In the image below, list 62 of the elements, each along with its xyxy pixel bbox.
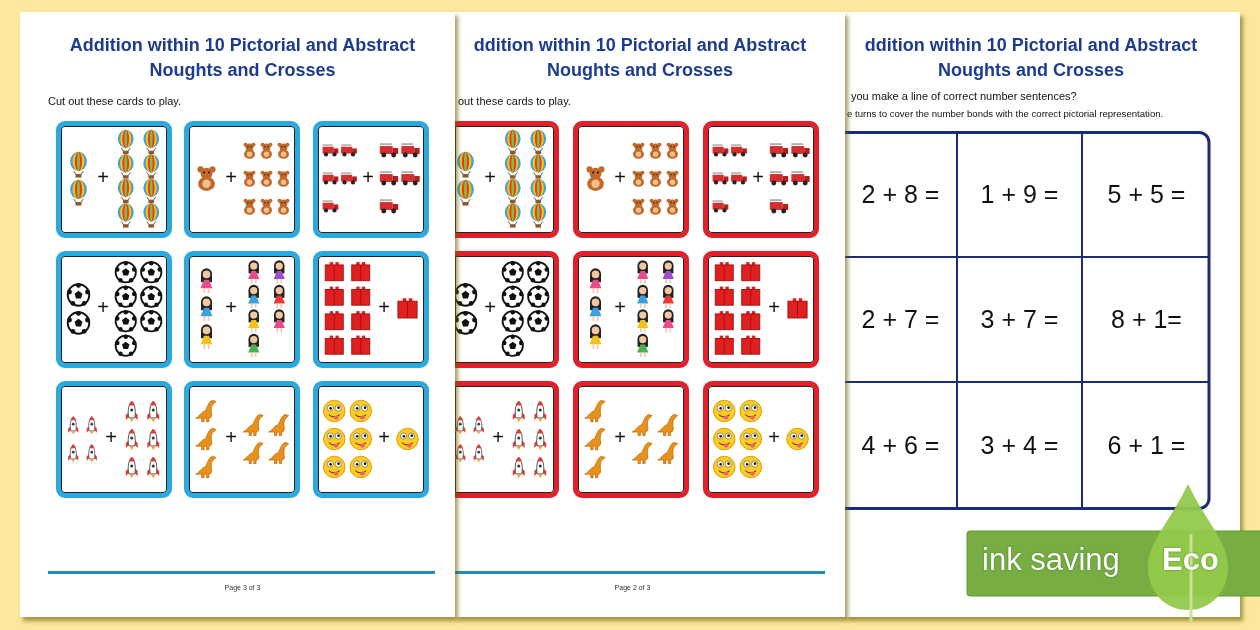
plus-sign: + [613, 167, 627, 187]
picture-card [455, 381, 559, 498]
plus-sign: + [483, 297, 497, 317]
plus-sign: + [224, 297, 238, 317]
picture-card [184, 381, 300, 498]
number-sentence: 6 + 1 = [1107, 431, 1186, 460]
picture-card [573, 381, 689, 498]
picture-card [184, 121, 300, 238]
worksheet-page [455, 12, 845, 617]
worksheet-title: ddition within 10 Pictorial and Abstract Noughts and Crosses [863, 34, 1199, 82]
picture-card [703, 121, 819, 238]
picture-card [313, 121, 429, 238]
plus-sign: + [613, 297, 627, 317]
number-sentence: 5 + 5 = [1107, 180, 1186, 209]
picture-card [573, 251, 689, 368]
number-sentence: 8 + 1= [1111, 305, 1182, 334]
table-cell [845, 133, 958, 258]
picture-card [56, 251, 172, 368]
worksheet-page [845, 12, 1240, 617]
table-cell [958, 258, 1083, 383]
plus-sign: + [751, 167, 765, 187]
picture-card [313, 381, 429, 498]
number-sentence: 3 + 7 = [980, 305, 1059, 334]
table-cell [845, 258, 958, 383]
number-sentence: 4 + 6 = [861, 431, 940, 460]
plus-sign: + [361, 167, 375, 187]
badge-label: Eco [1162, 542, 1219, 578]
picture-card [56, 381, 172, 498]
picture-card [56, 121, 172, 238]
instruction-text: Cut out these cards to play. [48, 95, 183, 107]
number-sentence: 1 + 9 = [980, 180, 1059, 209]
plus-sign: + [767, 297, 781, 317]
badge-text: ink saving [982, 542, 1120, 578]
picture-card [573, 121, 689, 238]
picture-card [455, 251, 559, 368]
picture-card [703, 381, 819, 498]
picture-card [313, 251, 429, 368]
number-sentence: 2 + 8 = [861, 180, 940, 209]
picture-card [455, 121, 559, 238]
plus-sign: + [96, 297, 110, 317]
plus-sign: + [96, 167, 110, 187]
instruction-text: e turns to cover the number bonds with the correct pictorial representation. [847, 108, 1165, 119]
plus-sign: + [224, 427, 238, 447]
plus-sign: + [224, 167, 238, 187]
instruction-text: you make a line of correct number sentences? [851, 90, 1078, 102]
plus-sign: + [104, 427, 118, 447]
plus-sign: + [613, 427, 627, 447]
eco-badge [966, 482, 1260, 622]
plus-sign: + [491, 427, 505, 447]
plus-sign: + [377, 427, 391, 447]
picture-card [184, 251, 300, 368]
plus-sign: + [483, 167, 497, 187]
table-cell [958, 133, 1083, 258]
number-sentence: 3 + 4 = [980, 431, 1059, 460]
number-sentence: 2 + 7 = [861, 305, 940, 334]
worksheet-page [20, 12, 455, 617]
picture-card [703, 251, 819, 368]
worksheet-title: ddition within 10 Pictorial and Abstract Noughts and Crosses [472, 34, 808, 82]
plus-sign: + [767, 427, 781, 447]
plus-sign: + [377, 297, 391, 317]
instruction-text: out these cards to play. [458, 95, 572, 107]
worksheet-title: Addition within 10 Pictorial and Abstract Noughts and Crosses [68, 34, 417, 82]
